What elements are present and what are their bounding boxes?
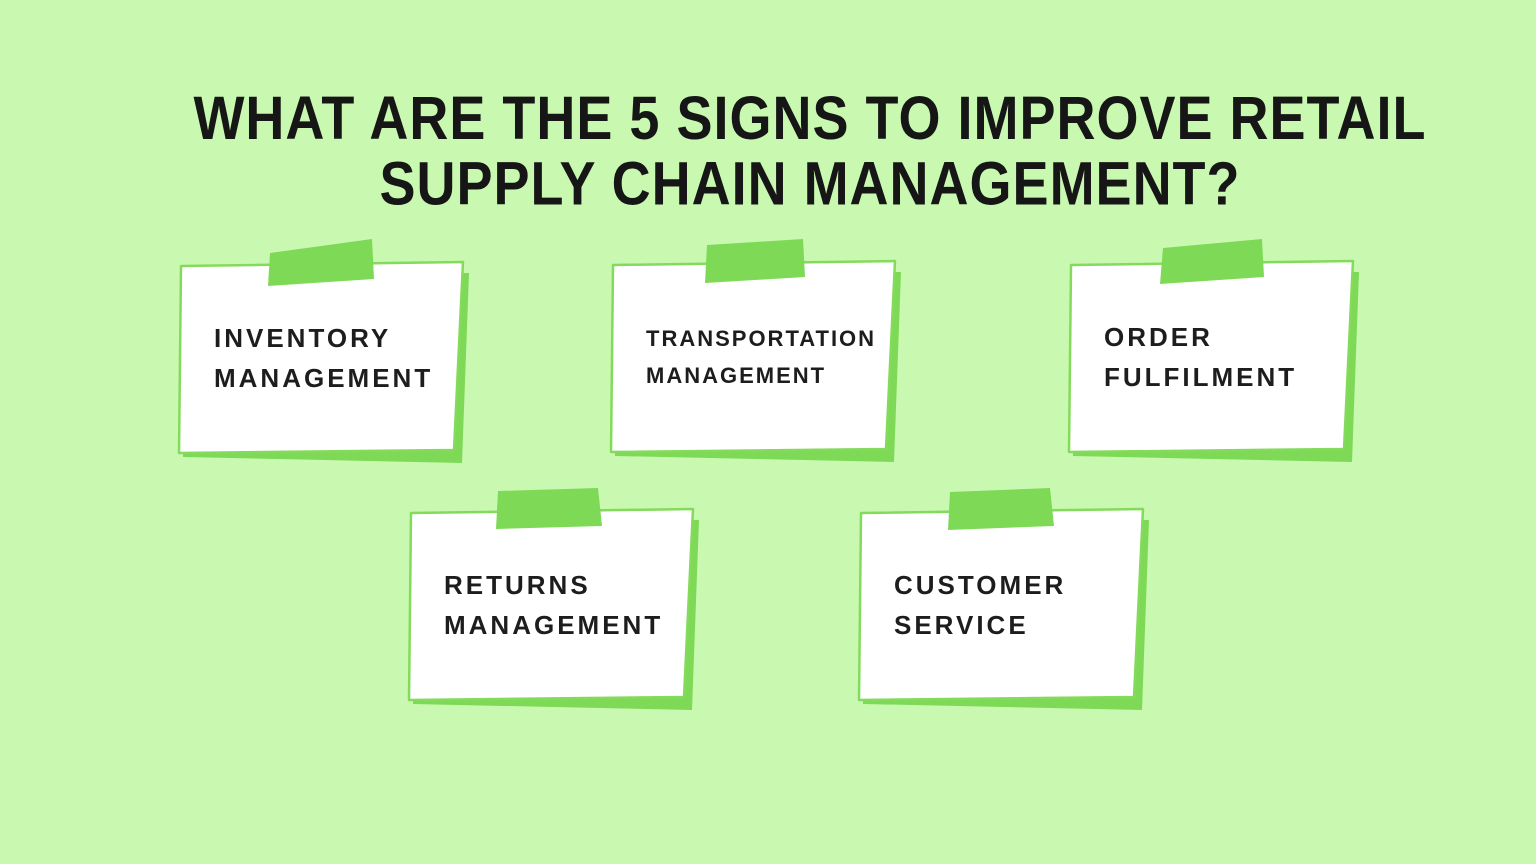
sticky-note-shape [407, 488, 699, 710]
page-title-line2: SUPPLY CHAIN MANAGEMENT? [379, 150, 1241, 219]
card-order-fulfilment: ORDER FULFILMENT [1066, 235, 1366, 475]
tape-icon [1160, 239, 1264, 284]
card-label-line1: CUSTOMER [894, 570, 1067, 600]
card-label-line2: SERVICE [894, 610, 1029, 640]
tape-icon [496, 488, 602, 529]
card-label-line1: ORDER [1104, 322, 1213, 352]
card-returns-management: RETURNS MANAGEMENT [406, 483, 706, 723]
tape-icon [948, 488, 1054, 530]
sticky-note-shape [1067, 239, 1359, 462]
tape-icon [705, 239, 805, 283]
card-customer-service: CUSTOMER SERVICE [856, 483, 1156, 723]
card-transportation-management: TRANSPORTATION MANAGEMENT [608, 235, 908, 475]
card-label: CUSTOMER SERVICE [862, 511, 1138, 699]
card-label-line2: MANAGEMENT [214, 363, 434, 393]
card-label: RETURNS MANAGEMENT [412, 511, 688, 699]
sticky-note-shape [857, 488, 1149, 710]
card-label: INVENTORY MANAGEMENT [182, 264, 458, 452]
card-label: ORDER FULFILMENT [1072, 263, 1348, 451]
page-title-line1: WHAT ARE THE 5 SIGNS TO IMPROVE RETAIL [193, 84, 1427, 153]
card-label-line2: FULFILMENT [1104, 362, 1298, 392]
card-label: TRANSPORTATION MANAGEMENT [614, 263, 890, 451]
card-label-line2: MANAGEMENT [646, 363, 827, 388]
tape-icon [268, 239, 374, 286]
card-inventory-management: INVENTORY MANAGEMENT [176, 236, 476, 476]
card-label-line1: INVENTORY [214, 323, 392, 353]
sticky-note-shape [177, 239, 469, 463]
sticky-note-shape [609, 239, 901, 462]
page-title: WHAT ARE THE 5 SIGNS TO IMPROVE RETAIL S… [42, 86, 1536, 217]
card-label-line2: MANAGEMENT [444, 610, 664, 640]
card-label-line1: RETURNS [444, 570, 591, 600]
card-label-line1: TRANSPORTATION [646, 326, 877, 351]
